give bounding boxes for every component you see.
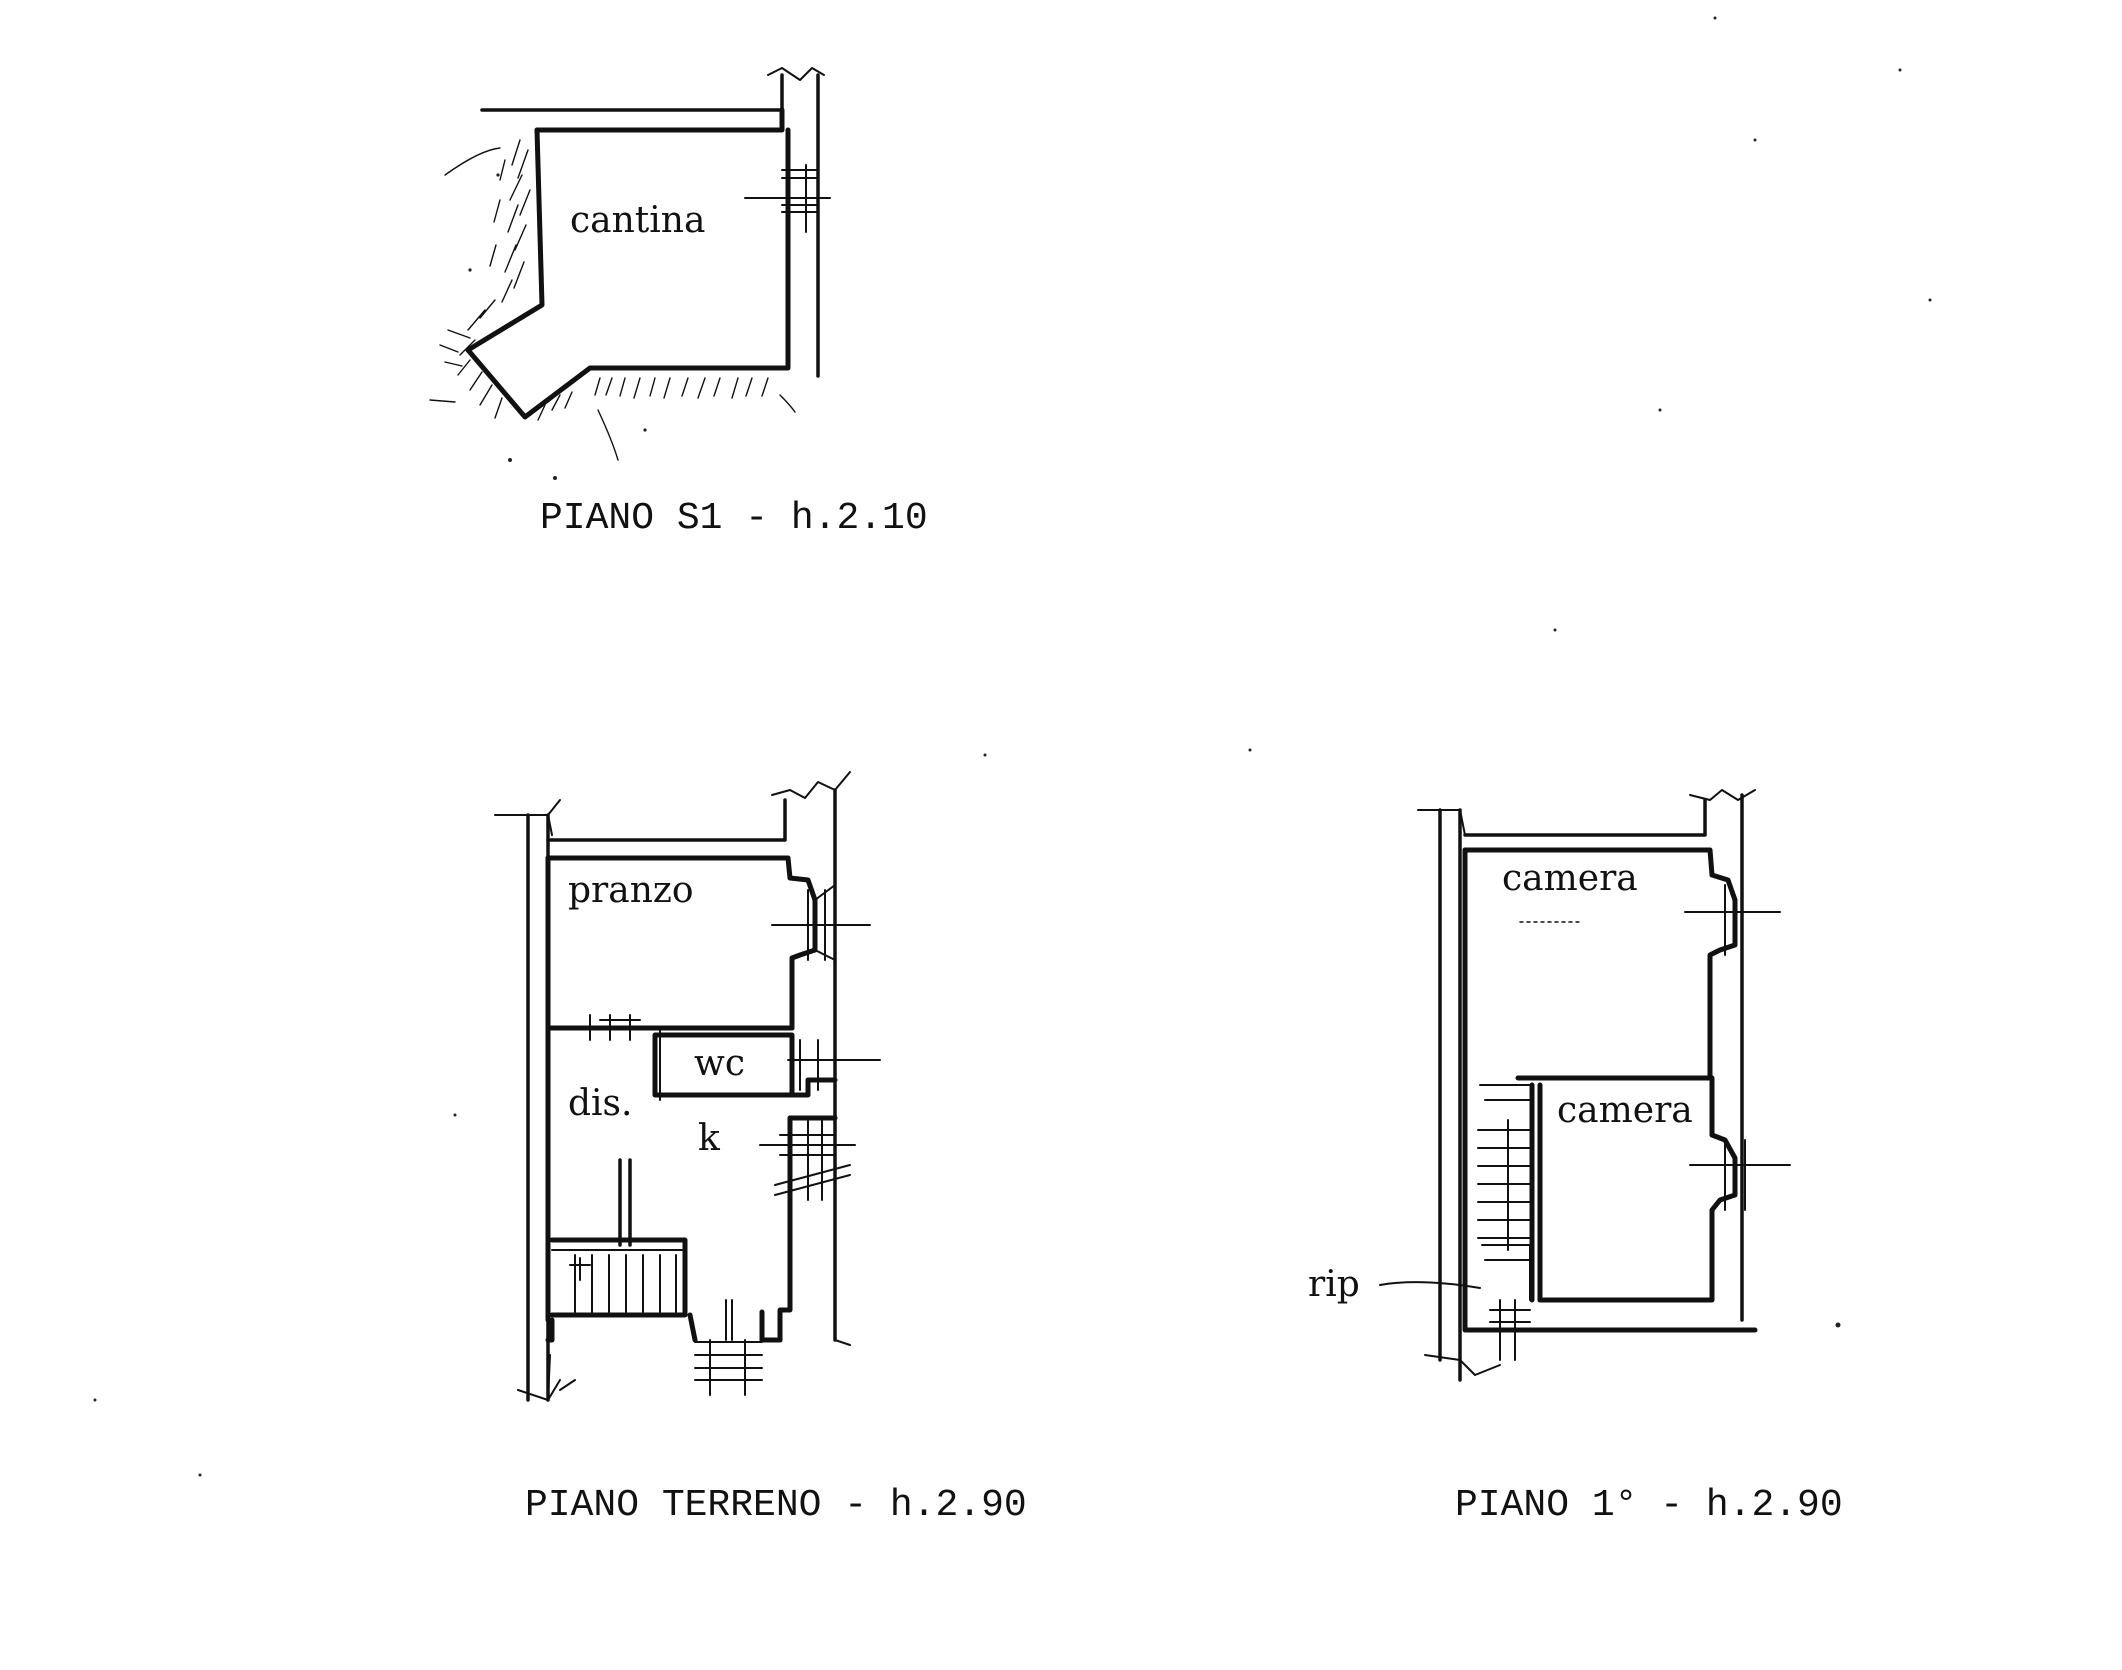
- room-label-rip: rip: [1308, 1264, 1360, 1305]
- room-label-camera-1: camera: [1502, 858, 1638, 899]
- floor-caption-primo: PIANO 1° - h.2.90: [1455, 1484, 1843, 1527]
- room-label-cantina: cantina: [570, 200, 705, 241]
- room-label-dis: dis.: [568, 1083, 632, 1124]
- room-label-k: k: [698, 1118, 721, 1159]
- floor-plan-primo: [1379, 789, 1841, 1382]
- scan-specks: [93, 16, 1932, 1477]
- floor-caption-terreno: PIANO TERRENO - h.2.90: [525, 1484, 1027, 1527]
- floor-caption-s1: PIANO S1 - h.2.10: [540, 497, 928, 540]
- room-label-wc: wc: [694, 1043, 745, 1084]
- room-label-pranzo: pranzo: [568, 870, 694, 911]
- room-label-camera-2: camera: [1557, 1090, 1693, 1131]
- floor-plan-s1: cantina: [429, 67, 831, 480]
- floor-plan-terreno: [494, 771, 881, 1402]
